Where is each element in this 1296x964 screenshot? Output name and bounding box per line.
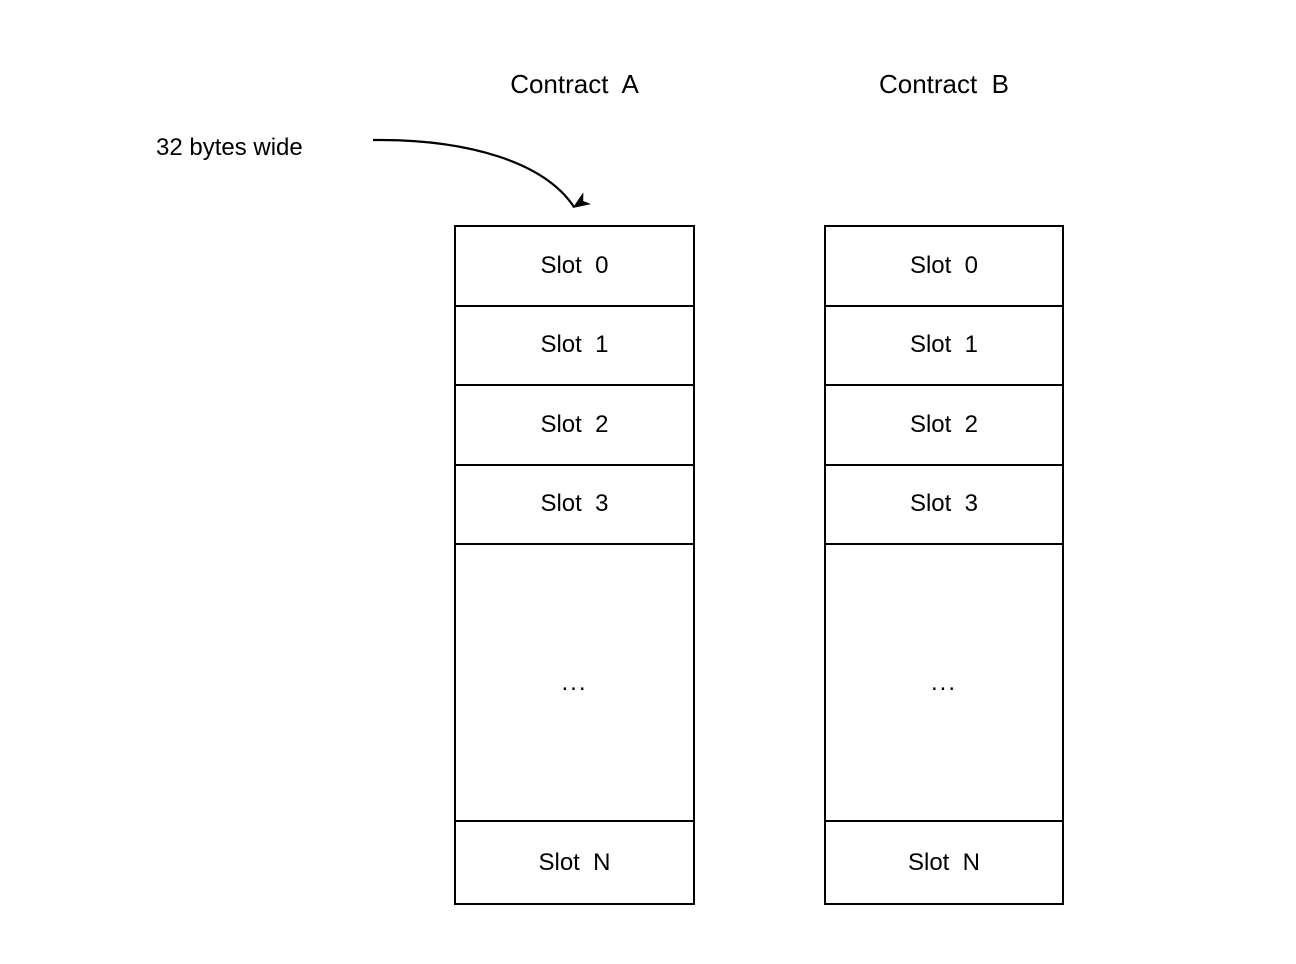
slot-row: Slot 0 [456, 227, 693, 307]
slot-table-contract-b: Slot 0 Slot 1 Slot 2 Slot 3 ... Slot N [824, 225, 1064, 905]
slot-label: Slot 1 [540, 331, 609, 359]
slot-row-ellipsis: ... [456, 545, 693, 823]
slot-label: Slot 2 [909, 410, 979, 438]
column-header-contract-a: Contract A [510, 69, 639, 99]
slot-row: Slot N [456, 822, 693, 903]
slot-label: Slot 3 [909, 490, 979, 518]
slot-row: Slot 1 [826, 306, 1062, 387]
slot-label: Slot 2 [540, 410, 609, 438]
slot-label: Slot 1 [909, 331, 979, 359]
slot-label: Slot 3 [540, 490, 609, 518]
annotation-32-bytes-wide: 32 bytes wide [156, 134, 303, 161]
slot-table-contract-a: Slot 0 Slot 1 Slot 2 Slot 3 ... Slot N [454, 225, 695, 905]
ellipsis-label: ... [930, 668, 957, 696]
slot-row-ellipsis: ... [826, 545, 1062, 823]
arrow-curve-path [372, 138, 592, 208]
column-header-contract-b: Contract B [878, 69, 1010, 99]
slot-row: Slot 2 [456, 386, 693, 466]
slot-label: Slot N [907, 848, 981, 876]
slot-row: Slot N [826, 822, 1062, 903]
ellipsis-label: ... [561, 668, 588, 696]
slot-label: Slot 0 [909, 251, 979, 279]
slot-label: Slot 0 [540, 251, 609, 279]
slot-label: Slot N [538, 848, 611, 876]
slot-row: Slot 2 [826, 386, 1062, 466]
slot-row: Slot 3 [456, 465, 693, 546]
slot-row: Slot 1 [456, 306, 693, 387]
slot-row: Slot 0 [826, 227, 1062, 307]
slot-row: Slot 3 [826, 465, 1062, 546]
